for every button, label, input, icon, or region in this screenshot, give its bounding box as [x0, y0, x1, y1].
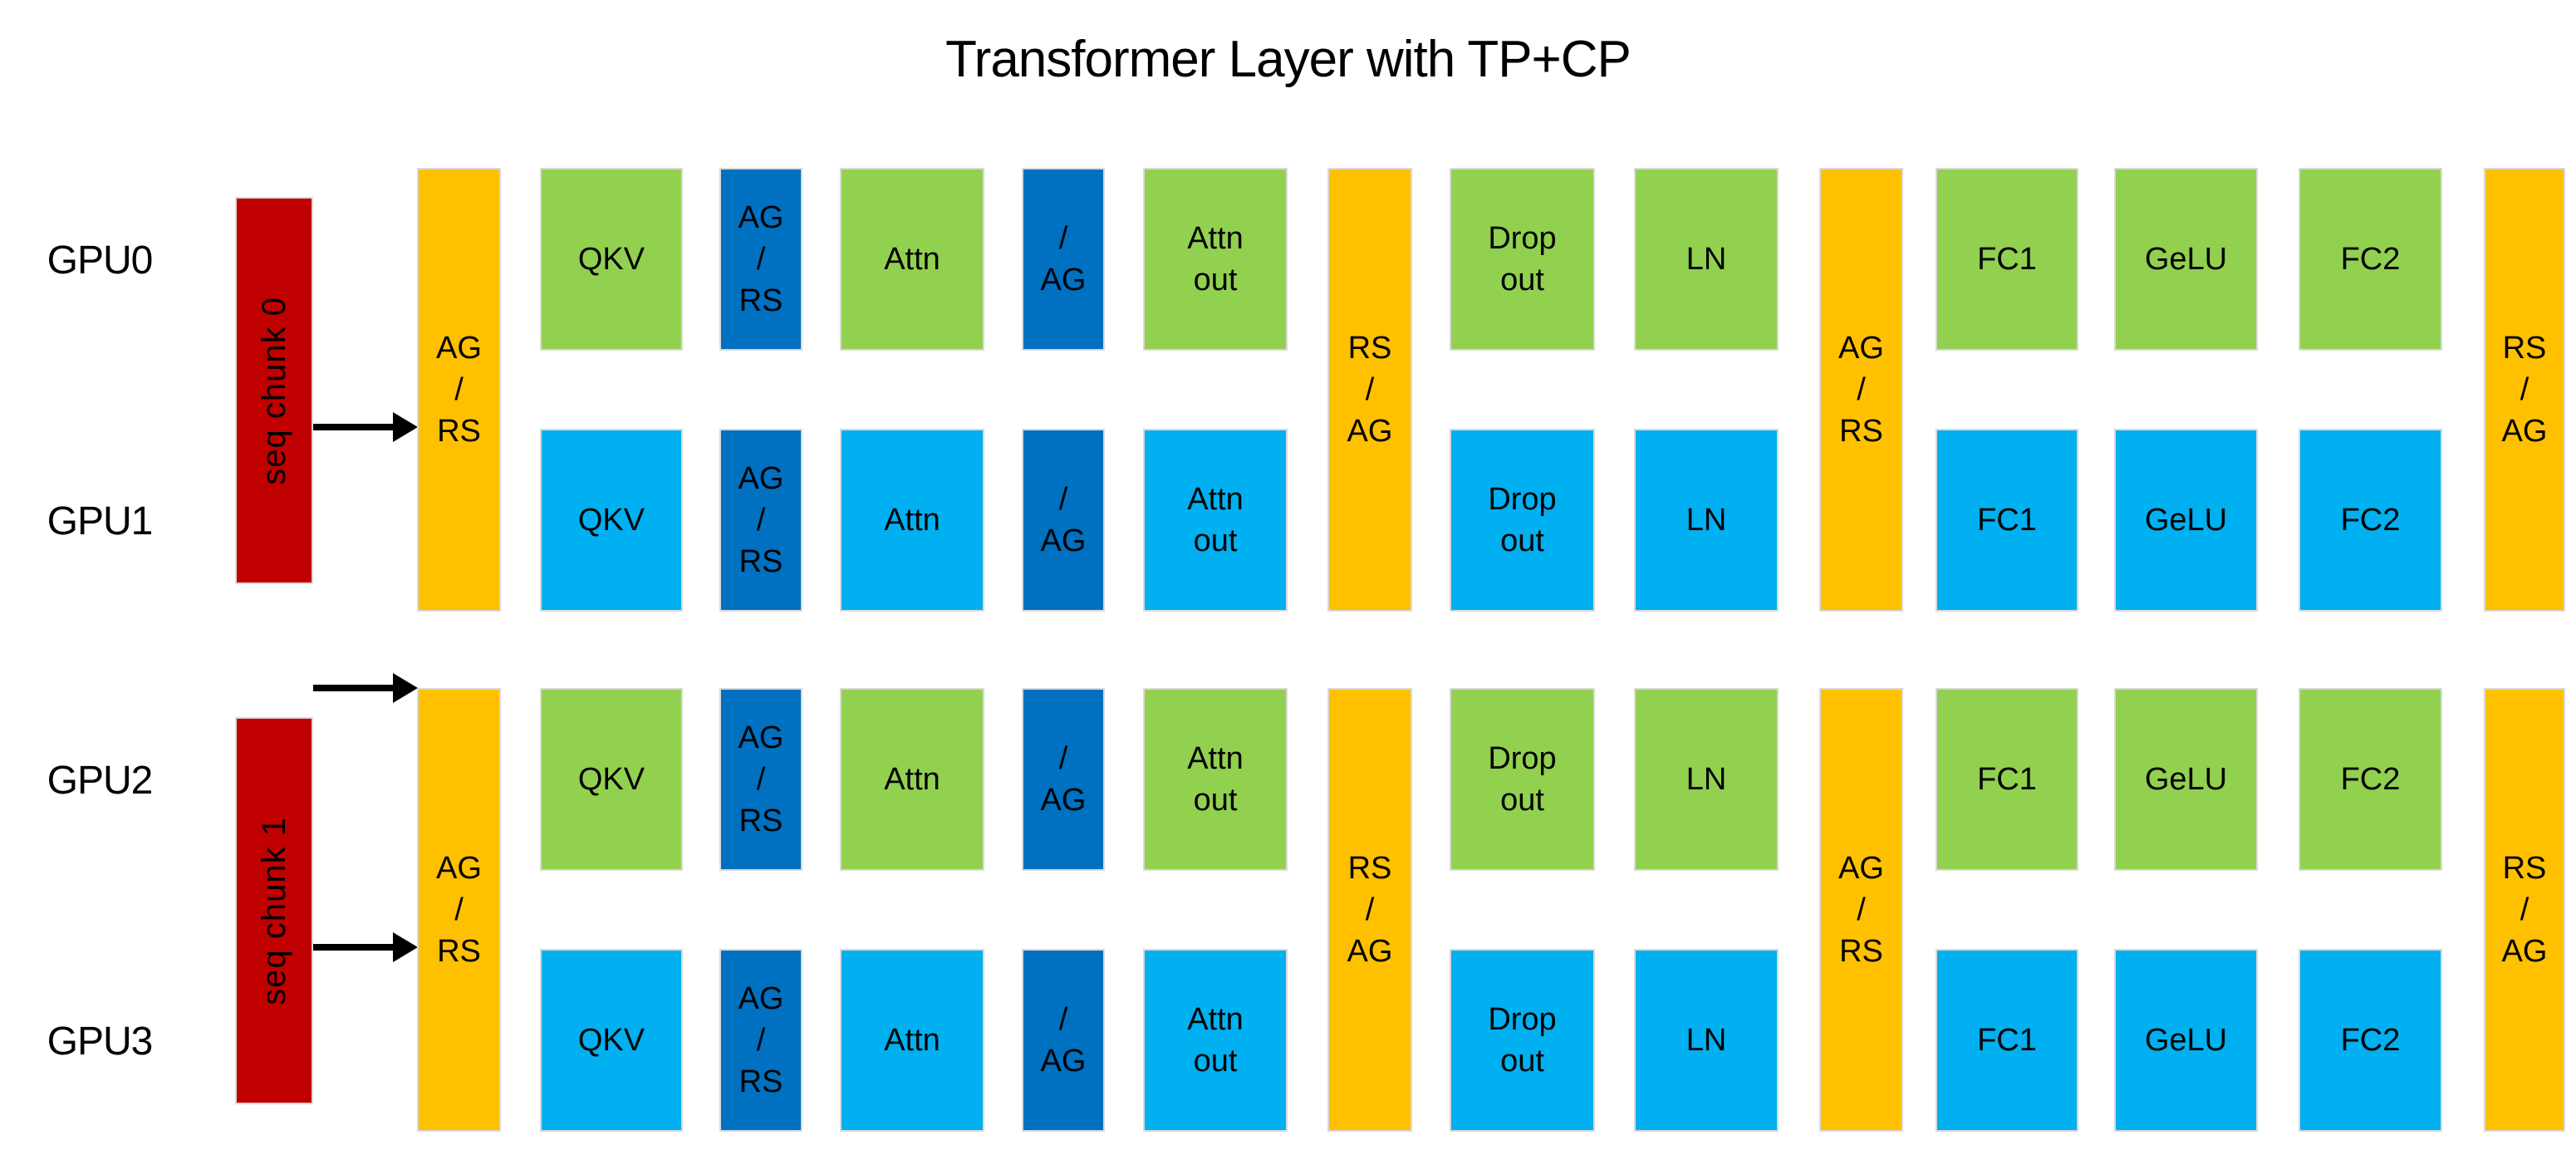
- arrow-icon: [313, 932, 418, 962]
- block-gpu3-qkv: QKV: [540, 949, 683, 1132]
- block-gpu3-fc1: FC1: [1936, 949, 2078, 1132]
- block-gpu3-ln: LN: [1634, 949, 1779, 1132]
- block-gpu2-fc2: FC2: [2299, 688, 2442, 871]
- block-gpu2-attn-out: Attn out: [1143, 688, 1288, 871]
- block-gpu1-ln: LN: [1634, 429, 1779, 612]
- block-gpu3-ag: / AG: [1022, 949, 1105, 1132]
- block-gpu1-fc1: FC1: [1936, 429, 2078, 612]
- comm-bar-rs-ag-out: RS / AG: [2484, 688, 2565, 1132]
- block-gpu3-attn: Attn: [840, 949, 984, 1132]
- gpu-group-0: GPU0 GPU1 seq chunk 0 AG / RS RS / AG AG…: [0, 168, 2576, 703]
- block-gpu0-ag-rs: AG / RS: [719, 168, 802, 351]
- block-gpu2-dropout: Drop out: [1450, 688, 1595, 871]
- block-gpu3-ag-rs: AG / RS: [719, 949, 802, 1132]
- comm-bar-rs-ag-out: RS / AG: [2484, 168, 2565, 612]
- comm-bar-rs-ag-attn: RS / AG: [1327, 688, 1412, 1132]
- comm-bar-ag-rs-mlp: AG / RS: [1819, 688, 1903, 1132]
- block-gpu2-fc1: FC1: [1936, 688, 2078, 871]
- block-gpu2-ag-rs: AG / RS: [719, 688, 802, 871]
- block-gpu0-attn: Attn: [840, 168, 984, 351]
- gpu-group-1: GPU2 GPU3 seq chunk 1 AG / RS RS / AG AG…: [0, 688, 2576, 1132]
- block-gpu2-ag: / AG: [1022, 688, 1105, 871]
- block-gpu1-ag-rs: AG / RS: [719, 429, 802, 612]
- seq-chunk-1-bar: seq chunk 1: [235, 717, 313, 1104]
- block-gpu1-attn: Attn: [840, 429, 984, 612]
- block-gpu2-attn: Attn: [840, 688, 984, 871]
- block-gpu3-gelu: GeLU: [2114, 949, 2258, 1132]
- seq-chunk-0-bar: seq chunk 0: [235, 197, 313, 584]
- block-gpu1-fc2: FC2: [2299, 429, 2442, 612]
- gpu0-label: GPU0: [47, 238, 154, 283]
- block-gpu2-qkv: QKV: [540, 688, 683, 871]
- block-gpu0-gelu: GeLU: [2114, 168, 2258, 351]
- block-gpu3-attn-out: Attn out: [1143, 949, 1288, 1132]
- diagram-title: Transformer Layer with TP+CP: [945, 31, 1631, 88]
- block-gpu0-fc1: FC1: [1936, 168, 2078, 351]
- block-gpu1-ag: / AG: [1022, 429, 1105, 612]
- block-gpu2-gelu: GeLU: [2114, 688, 2258, 871]
- arrow-icon: [313, 412, 418, 442]
- block-gpu2-ln: LN: [1634, 688, 1779, 871]
- comm-bar-ag-rs-in: AG / RS: [417, 168, 501, 612]
- gpu2-label: GPU2: [47, 759, 154, 803]
- comm-bar-ag-rs-mlp: AG / RS: [1819, 168, 1903, 612]
- block-gpu1-gelu: GeLU: [2114, 429, 2258, 612]
- gpu1-label: GPU1: [47, 499, 154, 543]
- block-gpu0-ln: LN: [1634, 168, 1779, 351]
- block-gpu0-dropout: Drop out: [1450, 168, 1595, 351]
- block-gpu0-attn-out: Attn out: [1143, 168, 1288, 351]
- arrow-icon: [313, 673, 418, 703]
- block-gpu0-qkv: QKV: [540, 168, 683, 351]
- block-gpu3-fc2: FC2: [2299, 949, 2442, 1132]
- block-gpu0-ag: / AG: [1022, 168, 1105, 351]
- seq-chunk-1-label: seq chunk 1: [255, 816, 292, 1005]
- comm-bar-rs-ag-attn: RS / AG: [1327, 168, 1412, 612]
- gpu3-label: GPU3: [47, 1020, 154, 1064]
- seq-chunk-0-label: seq chunk 0: [255, 296, 292, 485]
- block-gpu3-dropout: Drop out: [1450, 949, 1595, 1132]
- comm-bar-ag-rs-in: AG / RS: [417, 688, 501, 1132]
- block-gpu1-qkv: QKV: [540, 429, 683, 612]
- block-gpu1-attn-out: Attn out: [1143, 429, 1288, 612]
- block-gpu1-dropout: Drop out: [1450, 429, 1595, 612]
- block-gpu0-fc2: FC2: [2299, 168, 2442, 351]
